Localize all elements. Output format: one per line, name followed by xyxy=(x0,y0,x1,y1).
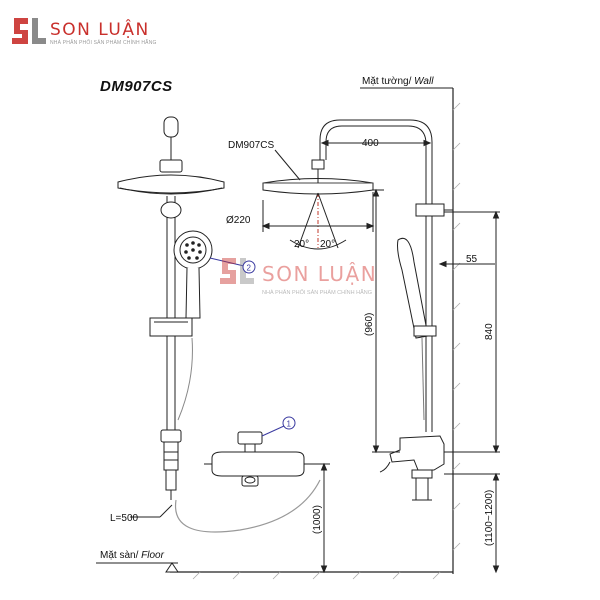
brand-name: SON LUẬN xyxy=(50,20,150,40)
front-view xyxy=(117,116,321,533)
head-detail xyxy=(261,149,375,250)
floor-label: Mặt sàn/ Floor xyxy=(100,550,165,561)
brand-tagline: NHÀ PHÂN PHỐI SẢN PHẨM CHÍNH HÃNG xyxy=(50,40,157,46)
dim-floor-range-label: (1100~1200) xyxy=(484,490,495,546)
spray-angle-left-label: 20° xyxy=(294,239,309,250)
hose-length-label: L=500 xyxy=(110,513,139,524)
wall-label-en: Wall xyxy=(414,76,434,87)
model-title: DM907CS xyxy=(100,78,173,95)
callout-1-circle xyxy=(282,416,296,430)
head-diameter-label: Ø220 xyxy=(226,215,251,226)
wall-label: Mặt tường/ Wall xyxy=(362,76,434,87)
side-view xyxy=(319,87,500,574)
floor-label-en: Floor xyxy=(141,550,164,561)
watermark-tagline: NHÀ PHÂN PHỐI SẢN PHẨM CHÍNH HÃNG xyxy=(262,290,373,296)
callout-2-label: 2 xyxy=(247,264,252,273)
spray-angle-right-label: 20° xyxy=(320,239,335,250)
dim-55-label: 55 xyxy=(466,254,478,265)
callout-1-label: 1 xyxy=(287,420,292,429)
dim-840-label: 840 xyxy=(484,323,495,340)
wall-label-vi: Mặt tường/ xyxy=(362,76,412,87)
watermark-name: SON LUẬN xyxy=(262,262,378,286)
dim-1000-label: (1000) xyxy=(312,505,323,534)
dim-960-label: (960) xyxy=(364,313,375,336)
arm-length-label: 400 xyxy=(362,138,379,149)
callout-2-circle xyxy=(242,260,256,274)
floor-label-vi: Mặt sàn/ xyxy=(100,550,139,561)
head-callout-label: DM907CS xyxy=(228,140,274,151)
